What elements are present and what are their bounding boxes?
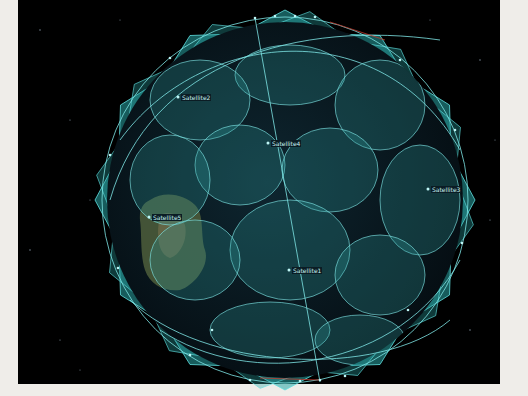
satellite-dots: [109, 15, 464, 383]
link-lines: [260, 22, 385, 380]
space-background: [18, 0, 500, 384]
earth-surface: [130, 45, 460, 365]
satellite-label: Satellite1: [292, 267, 322, 274]
satellite-label: Satellite4: [271, 140, 301, 147]
orbit-lines: [102, 17, 468, 383]
earth: [107, 22, 463, 378]
coverage-footprints: [130, 45, 460, 365]
coverage-star: [72, 0, 498, 396]
satellite-label: Satellite3: [431, 186, 461, 193]
satellite-label: Satellite2: [181, 94, 211, 101]
satellite-label: Satellite5: [152, 214, 182, 221]
